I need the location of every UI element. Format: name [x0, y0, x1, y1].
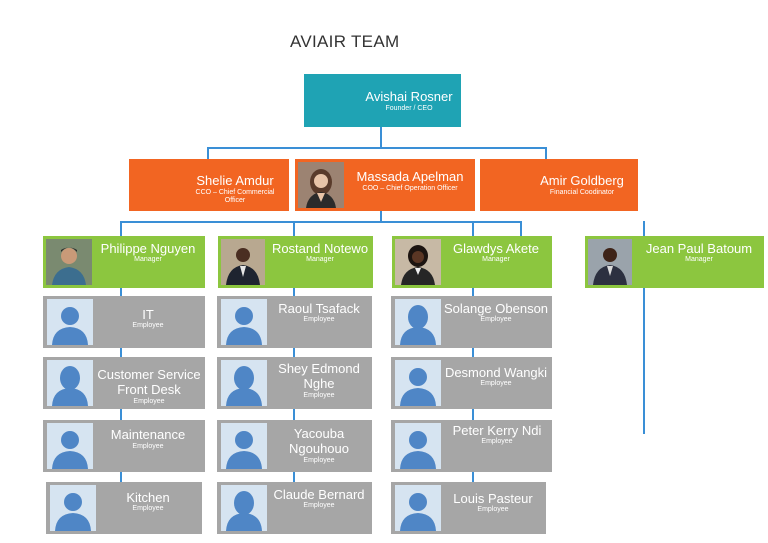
- ceo-name: Avishai Rosner: [365, 89, 453, 104]
- employee-card[interactable]: Kitchen Employee: [46, 482, 202, 534]
- executive-name: Shelie Amdur: [196, 173, 274, 188]
- employee-name: Claude Bernard: [273, 487, 365, 502]
- manager-photo: [395, 239, 441, 285]
- employee-role: Employee: [132, 322, 164, 329]
- person-placeholder-icon: [395, 485, 441, 531]
- person-placeholder-icon: [221, 299, 267, 345]
- employee-role: Employee: [480, 380, 512, 387]
- manager-box-philippe-nguyen[interactable]: Philippe Nguyen Manager: [43, 236, 205, 288]
- connector-line: [545, 147, 547, 159]
- manager-role: Manager: [134, 256, 162, 263]
- person-placeholder-icon: [221, 360, 267, 406]
- executive-role: CCO – Chief Commercial Officer: [195, 189, 275, 204]
- employee-card[interactable]: Customer Service Front Desk Employee: [43, 357, 205, 409]
- employee-role: Employee: [133, 398, 165, 405]
- executive-role: Financial Coodinator: [549, 189, 615, 196]
- manager-box-jean-paul-batoum[interactable]: Jean Paul Batoum Manager: [585, 236, 764, 288]
- ceo-box[interactable]: Avishai Rosner Founder / CEO: [304, 74, 461, 127]
- employee-name: Raoul Tsafack: [278, 301, 360, 316]
- employee-name: Yacouba Ngouhouo: [289, 426, 349, 456]
- executive-box-amir-goldberg[interactable]: Amir Goldberg Financial Coodinator: [480, 159, 638, 211]
- executive-box-massada-apelman[interactable]: Massada Apelman COO – Chief Operation Of…: [295, 159, 475, 211]
- executive-name: Amir Goldberg: [540, 173, 624, 188]
- employee-name: Shey Edmond Nghe: [278, 361, 360, 391]
- employee-card[interactable]: Shey Edmond Nghe Employee: [217, 357, 372, 409]
- connector-line: [643, 221, 645, 434]
- executive-photo: [298, 162, 344, 208]
- ceo-role: Founder / CEO: [385, 105, 433, 112]
- employee-role: Employee: [132, 443, 164, 450]
- manager-photo: [221, 239, 265, 285]
- employee-role: Employee: [480, 316, 512, 323]
- employee-name: Customer Service Front Desk: [97, 367, 201, 397]
- connector-line: [120, 221, 522, 223]
- connector-line: [380, 127, 382, 149]
- manager-name: Philippe Nguyen: [100, 241, 196, 256]
- person-placeholder-icon: [47, 423, 93, 469]
- manager-role: Manager: [306, 256, 334, 263]
- connector-line: [207, 147, 547, 149]
- person-placeholder-icon: [47, 299, 93, 345]
- manager-name: Rostand Notewo: [271, 241, 369, 256]
- manager-photo: [46, 239, 92, 285]
- manager-name: Glawdys Akete: [453, 241, 539, 256]
- employee-card[interactable]: Raoul Tsafack Employee: [217, 296, 372, 348]
- employee-name: Louis Pasteur: [453, 491, 533, 506]
- employee-card[interactable]: Louis Pasteur Employee: [391, 482, 546, 534]
- manager-box-glawdys-akete[interactable]: Glawdys Akete Manager: [392, 236, 552, 288]
- person-placeholder-icon: [221, 485, 267, 531]
- employee-card[interactable]: Solange Obenson Employee: [391, 296, 552, 348]
- employee-name: IT: [142, 307, 154, 322]
- person-placeholder-icon: [395, 360, 441, 406]
- connector-line: [520, 221, 522, 236]
- employee-card[interactable]: Maintenance Employee: [43, 420, 205, 472]
- employee-card[interactable]: Yacouba Ngouhouo Employee: [217, 420, 372, 472]
- employee-name: Solange Obenson: [443, 301, 549, 316]
- employee-name: Maintenance: [110, 427, 186, 442]
- manager-name: Jean Paul Batoum: [645, 241, 753, 256]
- employee-role: Employee: [303, 316, 335, 323]
- employee-name: Peter Kerry Ndi: [452, 423, 542, 438]
- person-placeholder-icon: [221, 423, 267, 469]
- connector-line: [380, 209, 382, 221]
- employee-card[interactable]: IT Employee: [43, 296, 205, 348]
- employee-card[interactable]: Peter Kerry Ndi Employee: [391, 420, 552, 472]
- employee-name: Kitchen: [126, 490, 170, 505]
- employee-role: Employee: [481, 438, 513, 445]
- connector-line: [207, 147, 209, 159]
- connector-line: [472, 221, 474, 236]
- employee-role: Employee: [477, 506, 509, 513]
- manager-photo: [588, 239, 632, 285]
- manager-role: Manager: [685, 256, 713, 263]
- employee-name: Desmond Wangki: [444, 365, 548, 380]
- manager-box-rostand-notewo[interactable]: Rostand Notewo Manager: [218, 236, 373, 288]
- employee-role: Employee: [303, 392, 335, 399]
- page-title: AVIAIR TEAM: [290, 32, 400, 51]
- employee-card[interactable]: Desmond Wangki Employee: [391, 357, 552, 409]
- employee-role: Employee: [132, 505, 164, 512]
- person-placeholder-icon: [395, 423, 441, 469]
- executive-box-shelie-amdur[interactable]: Shelie Amdur CCO – Chief Commercial Offi…: [129, 159, 289, 211]
- executive-name: Massada Apelman: [356, 169, 464, 184]
- employee-card[interactable]: Claude Bernard Employee: [217, 482, 372, 534]
- employee-role: Employee: [303, 457, 335, 464]
- employee-role: Employee: [303, 502, 335, 509]
- person-placeholder-icon: [395, 299, 441, 345]
- manager-role: Manager: [482, 256, 510, 263]
- connector-line: [120, 221, 122, 236]
- person-placeholder-icon: [47, 360, 93, 406]
- executive-role: COO – Chief Operation Officer: [362, 185, 458, 192]
- person-placeholder-icon: [50, 485, 96, 531]
- connector-line: [293, 221, 295, 236]
